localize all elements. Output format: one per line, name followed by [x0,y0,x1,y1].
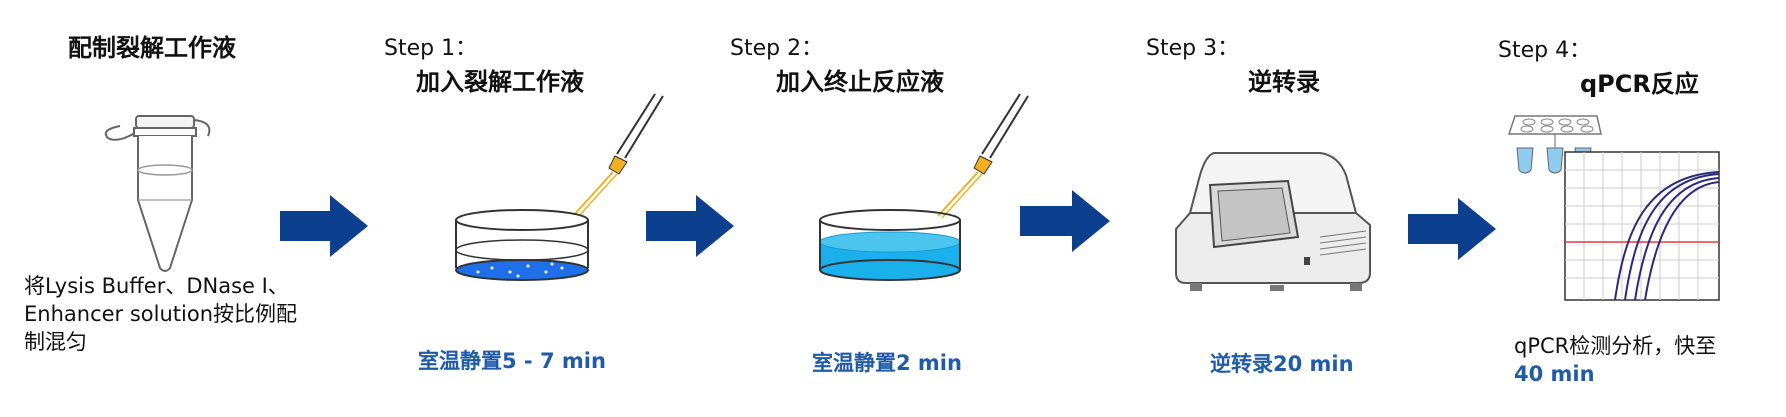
stage-caption-4: qPCR检测分析，快至 [1514,334,1717,358]
pipette-icon [572,93,664,219]
step-label-4: Step 4： [1498,38,1592,63]
petri-dish-icon [819,209,961,281]
arrow-right-icon [1408,198,1496,260]
step-label-3: Step 3： [1146,36,1240,61]
stage-title-4: qPCR反应 [1580,70,1699,98]
stage-title-3: 逆转录 [1248,68,1320,96]
petri-dish-icon [455,209,589,281]
stage-caption-1: 室温静置5 - 7 min [418,349,606,373]
step-label-1: Step 1： [384,36,478,61]
microtube-icon [104,115,211,272]
stage-title-2: 加入终止反应液 [776,68,944,96]
stage-caption-3: 逆转录20 min [1210,352,1354,376]
step-label-2: Step 2： [730,36,824,61]
stage-title-1: 加入裂解工作液 [416,68,584,96]
arrow-right-icon [1020,190,1110,252]
stage-caption-2: 室温静置2 min [812,351,962,375]
stage-caption-4-highlight: 40 min [1514,362,1595,386]
arrow-right-icon [280,195,368,257]
arrow-right-icon [646,195,734,257]
pipette-icon [937,93,1029,219]
stage-caption-prep: 将Lysis Buffer、DNase Ⅰ、Enhancer solution按… [24,274,297,354]
amplification-plot-icon [1564,151,1720,301]
stage-title-prep: 配制裂解工作液 [68,34,236,62]
thermal-cycler-icon [1175,152,1371,291]
